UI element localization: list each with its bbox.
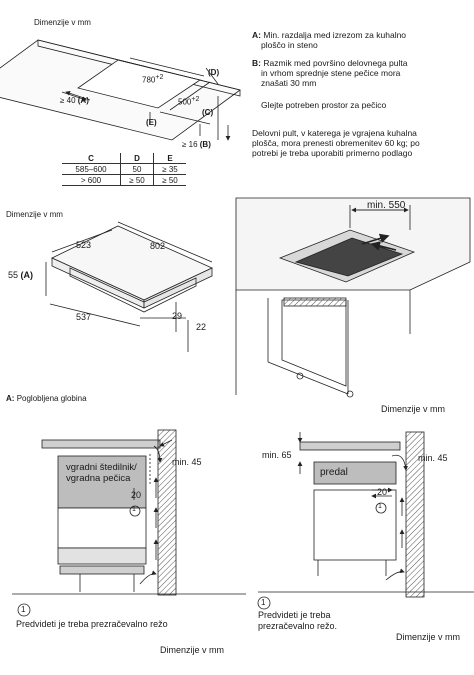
- oven-left-min45-label: min. 45: [172, 457, 202, 467]
- dim-e-key: (E): [146, 118, 157, 127]
- legend-b-line-2: in vrhom sprednje stene pečice mora: [261, 68, 401, 78]
- oven-right-min65-label: min. 65: [262, 450, 292, 460]
- cutout-width-tolerance: +2: [155, 74, 164, 81]
- table-cell: ≥ 50: [120, 174, 154, 186]
- oven-left-type-line-1: vgradni štedilnik/: [66, 462, 137, 473]
- legend-b-line-1: Razmik med površino delovnega pulta: [263, 58, 408, 68]
- oven-right-drawing: [258, 431, 474, 598]
- legend-load-line-3: potrebi je treba uporabiti primerno podl…: [252, 148, 413, 158]
- oven-left-vent-marker: 1: [132, 506, 136, 513]
- table-header-e: E: [153, 153, 186, 164]
- vent-marker-circle-left: [129, 505, 141, 517]
- hob-height-label: 55 (A): [8, 270, 33, 280]
- table-header-row: C D E: [62, 153, 186, 164]
- oven-right-min45-label: min. 45: [418, 453, 448, 463]
- worktop-gap-value: ≥ 16: [182, 140, 198, 149]
- hob-drawing: [45, 221, 213, 352]
- hob-note: A: Poglobljena globina: [6, 394, 87, 403]
- table-cell: ≥ 35: [153, 163, 186, 175]
- oven-right-drawer-label: predal: [320, 467, 348, 478]
- oven-right-footnote-marker: 1: [261, 598, 266, 607]
- installation-drawing: [235, 197, 471, 398]
- install-dimensions-caption: Dimenzije v mm: [381, 404, 446, 414]
- min-wall-distance-key: (A): [77, 96, 89, 105]
- cutout-depth-value: 500: [178, 97, 192, 107]
- oven-right-dimensions-caption: Dimenzije v mm: [396, 632, 461, 642]
- footnote-circle-left: [17, 603, 31, 617]
- hob-dimensions-caption: Dimenzije v mm: [6, 210, 63, 219]
- dim-c-key: (C): [202, 108, 214, 117]
- footnote-circle-right: [257, 596, 271, 610]
- hob-height-value: 55: [8, 270, 19, 280]
- oven-left-footnote-marker: 1: [21, 605, 26, 614]
- oven-left-type-line-2: vgradna pečica: [66, 473, 131, 484]
- table-cell: 585–600: [62, 163, 121, 175]
- legend-item-oven-space: Glejte potreben prostor za pečico: [261, 100, 474, 110]
- table-cell: > 600: [62, 174, 121, 186]
- min-wall-distance-label: ≥ 40 (A): [60, 96, 89, 105]
- hob-depth-29-label: 29: [172, 311, 183, 321]
- legend-a-line-1: Min. razdalja med izrezom za kuhalno: [263, 30, 407, 40]
- table-row: 585–600 50 ≥ 35: [62, 163, 186, 175]
- clearance-table: C D E 585–600 50 ≥ 35 > 600 ≥ 50 ≥ 50: [62, 153, 186, 186]
- cutout-width-label: 780+2: [142, 74, 163, 85]
- legend-a-key: A:: [252, 30, 261, 40]
- legend-item-b: B: Razmik med površino delovnega pulta i…: [252, 58, 467, 88]
- hob-width-label: 802: [150, 241, 166, 251]
- table-row: > 600 ≥ 50 ≥ 50: [62, 174, 186, 186]
- legend-oven-space-text: Glejte potreben prostor za pečico: [261, 100, 387, 110]
- cutout-depth-label: 500+2: [178, 96, 199, 107]
- hob-note-key: A:: [6, 394, 15, 403]
- worktop-gap-key: (B): [199, 140, 211, 149]
- table-cell: 50: [120, 163, 154, 175]
- legend-item-load: Delovni pult, v katerega je vgrajena kuh…: [252, 128, 467, 158]
- oven-right-footnote-line-2: prezračevalno režo.: [258, 621, 338, 631]
- install-min-clearance-label: min. 550: [367, 200, 406, 211]
- legend-b-line-3: znašati 30 mm: [261, 78, 317, 88]
- worktop-cutout-drawing: [0, 39, 241, 141]
- oven-right-vent-marker: 1: [378, 503, 382, 510]
- oven-left-20-label: 20: [131, 490, 142, 500]
- min-wall-distance-value: ≥ 40: [60, 96, 76, 105]
- legend-b-key: B:: [252, 58, 261, 68]
- worktop-gap-label: ≥ 16 (B): [182, 140, 211, 149]
- legend-a-line-2: ploščo in steno: [261, 40, 318, 50]
- oven-right-footnote-line-1: Predvideti je treba: [258, 610, 331, 620]
- hob-front-width-label: 537: [76, 312, 92, 322]
- top-dimensions-caption: Dimenzije v mm: [34, 18, 91, 27]
- dim-d-key: (D): [208, 68, 220, 77]
- oven-left-drawing: [12, 429, 246, 596]
- oven-right-20-label: 20: [377, 487, 388, 497]
- cutout-width-value: 780: [142, 75, 156, 85]
- legend-load-line-2: plošča, mora prenesti obremenitev 60 kg;…: [252, 138, 420, 148]
- legend-load-line-1: Delovni pult, v katerega je vgrajena kuh…: [252, 128, 417, 138]
- hob-depth-label: 523: [76, 240, 92, 250]
- oven-left-dimensions-caption: Dimenzije v mm: [160, 645, 225, 655]
- vent-marker-circle-right: [375, 502, 387, 514]
- hob-note-text: Poglobljena globina: [16, 394, 87, 403]
- hob-height-key: (A): [20, 270, 34, 280]
- table-header-c: C: [62, 153, 121, 164]
- oven-left-type-label: vgradni štedilnik/ vgradna pečica: [66, 462, 137, 484]
- cutout-depth-tolerance: +2: [191, 96, 200, 103]
- legend-item-a: A: Min. razdalja med izrezom za kuhalno …: [252, 30, 467, 50]
- hob-depth-22-label: 22: [196, 322, 207, 332]
- table-cell: ≥ 50: [153, 174, 186, 186]
- oven-left-footnote: Predvideti je treba prezračevalno režo: [16, 619, 168, 629]
- table-header-d: D: [120, 153, 154, 164]
